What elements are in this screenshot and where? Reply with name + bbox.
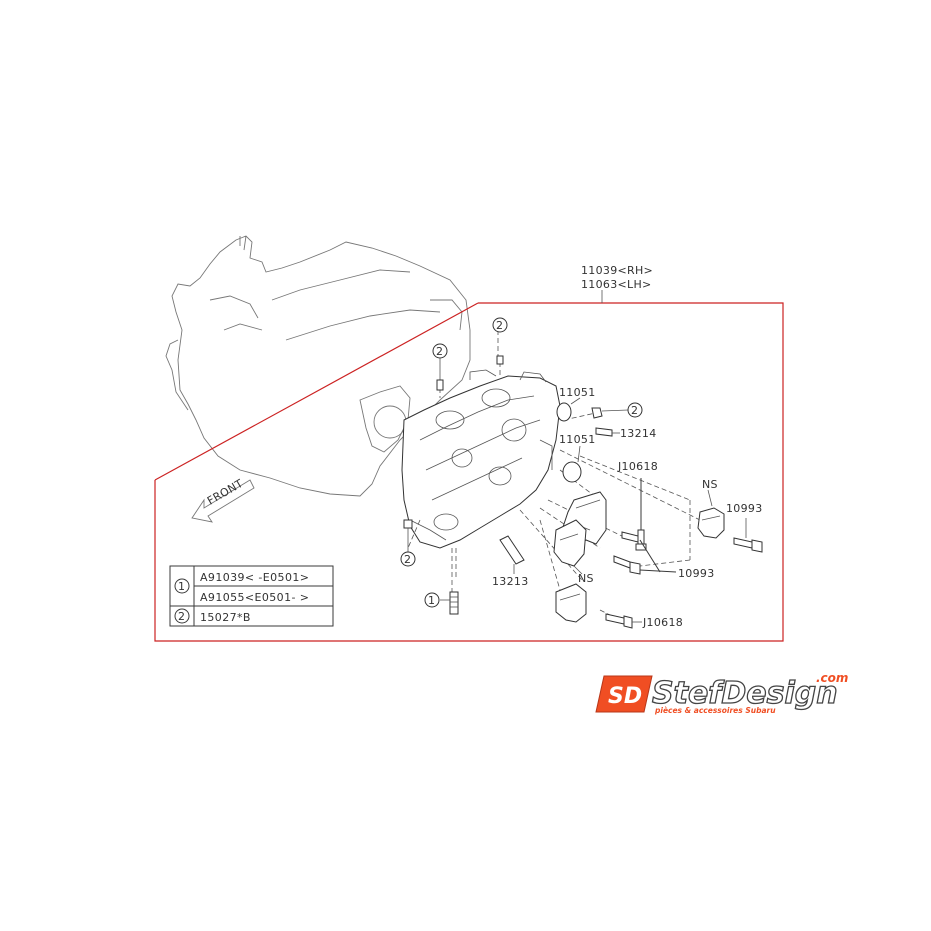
svg-text:2: 2 xyxy=(404,553,411,566)
front-label: FRONT xyxy=(205,477,245,508)
plug-11051-lower: 11051 xyxy=(559,433,596,483)
part-13213: 13213 xyxy=(492,535,529,588)
cam-cap-middle xyxy=(553,519,587,567)
svg-text:2: 2 xyxy=(496,319,503,332)
svg-text:2: 2 xyxy=(631,404,638,417)
callout-13213: 13213 xyxy=(492,575,529,588)
svg-text:1: 1 xyxy=(428,594,435,607)
bolt-10993-right: 10993 xyxy=(726,502,763,553)
logo-name: StefDesign xyxy=(652,676,838,711)
ref-2-right: 2 xyxy=(591,402,643,419)
brand-logo: SD StefDesign .com pièces & accessoires … xyxy=(595,671,848,715)
legend-code-1: A91039< -E0501> xyxy=(200,571,309,584)
logo-suffix: .com xyxy=(816,671,848,685)
callout-10993-right: 10993 xyxy=(726,502,763,515)
callout-j10618-upper: J10618 xyxy=(617,460,658,473)
ref-2-top: 2 xyxy=(492,317,508,365)
callout-ns-lower: NS xyxy=(578,572,594,585)
front-arrow-icon: FRONT xyxy=(191,477,255,523)
callout-11051-lower: 11051 xyxy=(559,433,596,446)
logo-mark-icon xyxy=(595,675,653,713)
ref-2-left: 2 xyxy=(432,343,448,391)
ns-lower-label: NS xyxy=(573,565,594,585)
logo-tagline: pièces & accessoires Subaru xyxy=(654,706,776,715)
plug-11051-upper: 11051 xyxy=(556,386,596,422)
detail-frame xyxy=(154,290,784,642)
callout-13214: 13214 xyxy=(620,427,657,440)
legend-table: 1 2 A91039< -E0501> A91055<E0501- > 1502… xyxy=(169,565,334,627)
legend-ref-2: 2 xyxy=(178,610,185,623)
cam-cap-right: NS xyxy=(697,478,725,539)
ref-2-bottom-left: 2 xyxy=(400,519,416,567)
legend-code-3: 15027*B xyxy=(200,611,251,624)
bolt-10993-lower: 10993 xyxy=(613,531,715,580)
callout-11051-upper: 11051 xyxy=(559,386,596,399)
header-label-rh: 11039<RH> xyxy=(581,264,653,277)
callout-j10618-lower: J10618 xyxy=(642,616,683,629)
ref-1-stud: 1 xyxy=(424,591,459,615)
legend-code-2: A91055<E0501- > xyxy=(200,591,309,604)
header-label-lh: 11063<LH> xyxy=(581,278,652,291)
cylinder-head xyxy=(401,369,561,549)
logo-mark-text: SD xyxy=(608,684,642,709)
bolt-j10618-lower: J10618 xyxy=(605,613,683,629)
pin-13214: 13214 xyxy=(595,427,657,440)
cam-cap-lower xyxy=(555,583,587,623)
svg-text:2: 2 xyxy=(436,345,443,358)
legend-ref-1: 1 xyxy=(178,580,185,593)
callout-10993-lower: 10993 xyxy=(678,567,715,580)
callout-ns-right: NS xyxy=(702,478,718,491)
